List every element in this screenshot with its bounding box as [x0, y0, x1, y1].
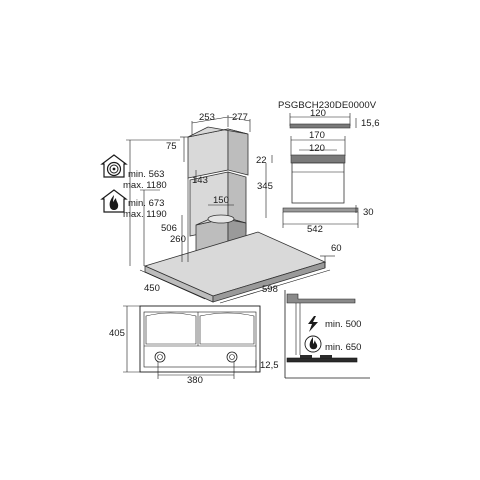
gas-clearance-group: min. 673 max. 1190 — [100, 189, 167, 220]
flame-icon — [304, 335, 322, 353]
dim-height-506: 506 — [161, 223, 177, 234]
filter-left — [145, 312, 197, 345]
dim-bottom-405: 405 — [109, 328, 125, 339]
chimney-dimensions: 253 277 75 143 150 — [166, 112, 251, 206]
chimney-upper-front — [187, 128, 229, 179]
dim-bracket-22: 22 — [256, 155, 267, 166]
outlet-collar — [207, 214, 235, 224]
hood-front-view: 405 380 12,5 — [109, 305, 279, 386]
electric-clearance-group: min. 563 max. 1180 — [100, 154, 167, 191]
chimney-upper-top — [187, 126, 249, 138]
electric-min-label: min. 563 — [128, 169, 164, 180]
gas-max-label: max. 1190 — [123, 209, 167, 220]
dim-outlet-diameter: 150 — [213, 195, 229, 206]
dim-bracket-120-top: 120 — [310, 108, 326, 119]
dim-bottom-12-5: 12,5 — [260, 360, 279, 371]
dim-bracket-542: 542 — [307, 224, 323, 235]
electric-max-label: max. 1180 — [123, 180, 167, 191]
house-gas-icon — [100, 189, 128, 213]
canopy-dimensions: 450 598 60 — [139, 243, 342, 304]
cooktop — [286, 357, 358, 363]
lightning-icon — [308, 316, 318, 332]
dim-depth-450: 450 — [144, 283, 160, 294]
bracket-top-plate — [289, 123, 351, 129]
chimney-upper-side — [227, 128, 249, 176]
dim-chimney-width: 277 — [232, 112, 248, 123]
side-hood-canopy — [286, 293, 356, 304]
dim-chimney-depth: 253 — [199, 112, 215, 123]
dim-thickness-60: 60 — [331, 243, 342, 254]
dim-bracket-120-mid: 120 — [309, 143, 325, 154]
filter-right — [199, 312, 255, 345]
bracket-hanger — [291, 162, 345, 204]
dim-chimney-height: 75 — [166, 141, 177, 152]
dim-bottom-380: 380 — [187, 375, 203, 386]
house-electric-icon — [100, 154, 128, 178]
height-dimensions: 506 260 — [126, 139, 189, 266]
dim-bracket-345: 345 — [257, 181, 273, 192]
dim-bracket-15-6: 15,6 — [361, 118, 380, 129]
dim-chimney-inner: 143 — [192, 175, 208, 186]
light-right — [226, 351, 238, 363]
hood-isometric-view — [143, 126, 327, 303]
bracket-base — [282, 207, 359, 213]
model-code: PSGBCH230DE0000V — [278, 100, 377, 111]
bracket-detail: PSGBCH230DE0000V 120 15,6 170 120 22 345… — [256, 100, 380, 235]
dim-bracket-30: 30 — [363, 207, 374, 218]
bracket-mounting-plate — [290, 154, 346, 164]
side-clearance-view: min. 500 min. 650 — [284, 290, 370, 379]
dim-bracket-170: 170 — [309, 130, 325, 141]
dim-width-598: 598 — [262, 284, 278, 295]
side-electric-min: min. 500 — [325, 319, 361, 330]
gas-min-label: min. 673 — [128, 198, 164, 209]
dim-height-260: 260 — [170, 234, 186, 245]
side-gas-min: min. 650 — [325, 342, 361, 353]
light-left — [154, 351, 166, 363]
